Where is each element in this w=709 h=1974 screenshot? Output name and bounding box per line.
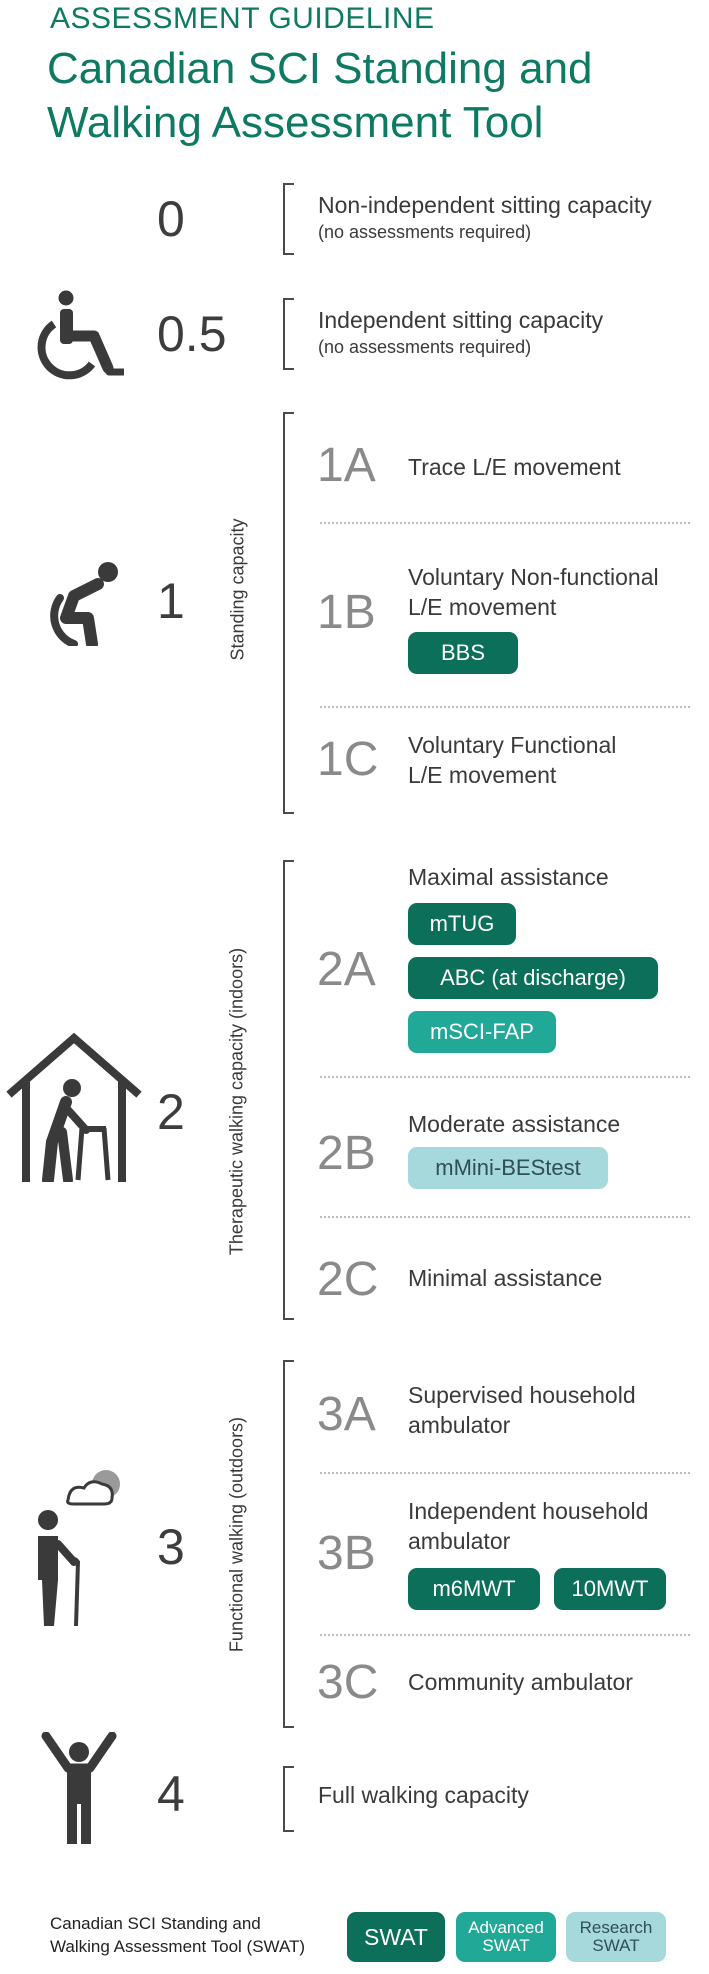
level-1b-code: 1B xyxy=(317,586,376,639)
divider-3a-3b xyxy=(320,1472,690,1474)
level-3c-code: 3C xyxy=(317,1656,379,1709)
legend-advanced-swat: Advanced SWAT xyxy=(456,1912,556,1962)
level-3b-desc-line-1: Independent household xyxy=(408,1498,649,1524)
level-3a-code: 3A xyxy=(317,1388,376,1441)
level-0-bracket xyxy=(283,183,294,255)
level-3b-code: 3B xyxy=(317,1527,376,1580)
level-1c-code: 1C xyxy=(317,733,379,786)
divider-3b-3c xyxy=(320,1634,690,1636)
legend-label-line-1: Canadian SCI Standing and xyxy=(50,1914,261,1933)
pill-10mwt: 10MWT xyxy=(554,1568,666,1610)
level-1a-code: 1A xyxy=(317,439,376,492)
divider-2b-2c xyxy=(320,1216,690,1218)
level-3c-desc: Community ambulator xyxy=(408,1669,633,1695)
title-line-2: Walking Assessment Tool xyxy=(47,98,544,147)
level-1c-desc-line-1: Voluntary Functional xyxy=(408,732,617,758)
legend-advanced-line-1: Advanced xyxy=(468,1918,544,1938)
divider-1b-1c xyxy=(320,706,690,708)
level-2-side-label: Therapeutic walking capacity (indoors) xyxy=(226,947,247,1256)
legend-research-swat: Research SWAT xyxy=(566,1912,666,1962)
level-0-5-note: (no assessments required) xyxy=(318,337,532,357)
cane-walker-icon xyxy=(38,1470,120,1627)
level-3a-desc: Supervised household ambulator xyxy=(408,1380,636,1440)
level-4-bracket xyxy=(283,1766,294,1832)
pill-abc: ABC (at discharge) xyxy=(408,957,658,999)
level-2b-desc: Moderate assistance xyxy=(408,1111,621,1137)
page-title: Canadian SCI Standing and Walking Assess… xyxy=(47,42,593,150)
level-2c-desc: Minimal assistance xyxy=(408,1265,603,1291)
level-1b-desc-line-1: Voluntary Non-functional xyxy=(408,564,659,590)
header-kicker: ASSESSMENT GUIDELINE xyxy=(50,2,435,35)
level-3a-desc-line-2: ambulator xyxy=(408,1412,511,1438)
level-3-bracket xyxy=(283,1360,294,1728)
level-2-number: 2 xyxy=(157,1084,185,1140)
level-0-5-bracket xyxy=(283,298,294,370)
pill-m6mwt: m6MWT xyxy=(408,1568,540,1610)
level-3b-desc: Independent household ambulator xyxy=(408,1496,648,1556)
level-0-5-desc: Independent sitting capacity xyxy=(318,307,604,333)
level-2a-code: 2A xyxy=(317,943,376,996)
legend-label: Canadian SCI Standing and Walking Assess… xyxy=(50,1912,305,1958)
wheelchair-icon xyxy=(37,290,124,380)
house-walker-icon xyxy=(6,1032,142,1182)
level-1-number: 1 xyxy=(157,573,185,629)
divider-2a-2b xyxy=(320,1076,690,1078)
pill-bbs: BBS xyxy=(408,632,518,674)
level-2c-code: 2C xyxy=(317,1253,379,1306)
pill-msci-fap: mSCI-FAP xyxy=(408,1011,556,1053)
level-3-side-label: Functional walking (outdoors) xyxy=(226,1416,247,1653)
level-2b-code: 2B xyxy=(317,1127,376,1180)
level-1b-desc: Voluntary Non-functional L/E movement xyxy=(408,562,659,622)
level-1-side-label: Standing capacity xyxy=(227,518,248,661)
legend-label-line-2: Walking Assessment Tool (SWAT) xyxy=(50,1937,306,1956)
level-1-bracket xyxy=(283,412,294,814)
pill-mtug: mTUG xyxy=(408,903,516,945)
level-0-number: 0 xyxy=(157,191,185,247)
level-1c-desc-line-2: L/E movement xyxy=(408,762,557,788)
level-1c-desc: Voluntary Functional L/E movement xyxy=(408,730,616,790)
legend-research-line-1: Research xyxy=(579,1918,653,1938)
standing-up-icon xyxy=(50,562,118,646)
level-1b-desc-line-2: L/E movement xyxy=(408,594,557,620)
level-4-number: 4 xyxy=(157,1766,185,1822)
level-3-number: 3 xyxy=(157,1519,185,1575)
level-4-desc: Full walking capacity xyxy=(318,1782,529,1808)
level-0-note: (no assessments required) xyxy=(318,222,532,242)
title-line-1: Canadian SCI Standing and xyxy=(47,44,593,93)
legend-advanced-line-2: SWAT xyxy=(482,1936,530,1955)
person-arms-up-icon xyxy=(41,1732,117,1844)
level-2a-desc: Maximal assistance xyxy=(408,864,609,890)
legend-swat: SWAT xyxy=(347,1912,445,1962)
level-0-desc: Non-independent sitting capacity xyxy=(318,192,652,218)
level-3a-desc-line-1: Supervised household xyxy=(408,1382,636,1408)
level-3b-desc-line-2: ambulator xyxy=(408,1528,511,1554)
level-0-5-number: 0.5 xyxy=(157,306,227,362)
pill-mmini-bestest: mMini-BEStest xyxy=(408,1147,608,1189)
legend-research-line-2: SWAT xyxy=(592,1936,640,1955)
level-1a-desc: Trace L/E movement xyxy=(408,454,621,480)
divider-1a-1b xyxy=(320,522,690,524)
level-2-bracket xyxy=(283,860,294,1320)
